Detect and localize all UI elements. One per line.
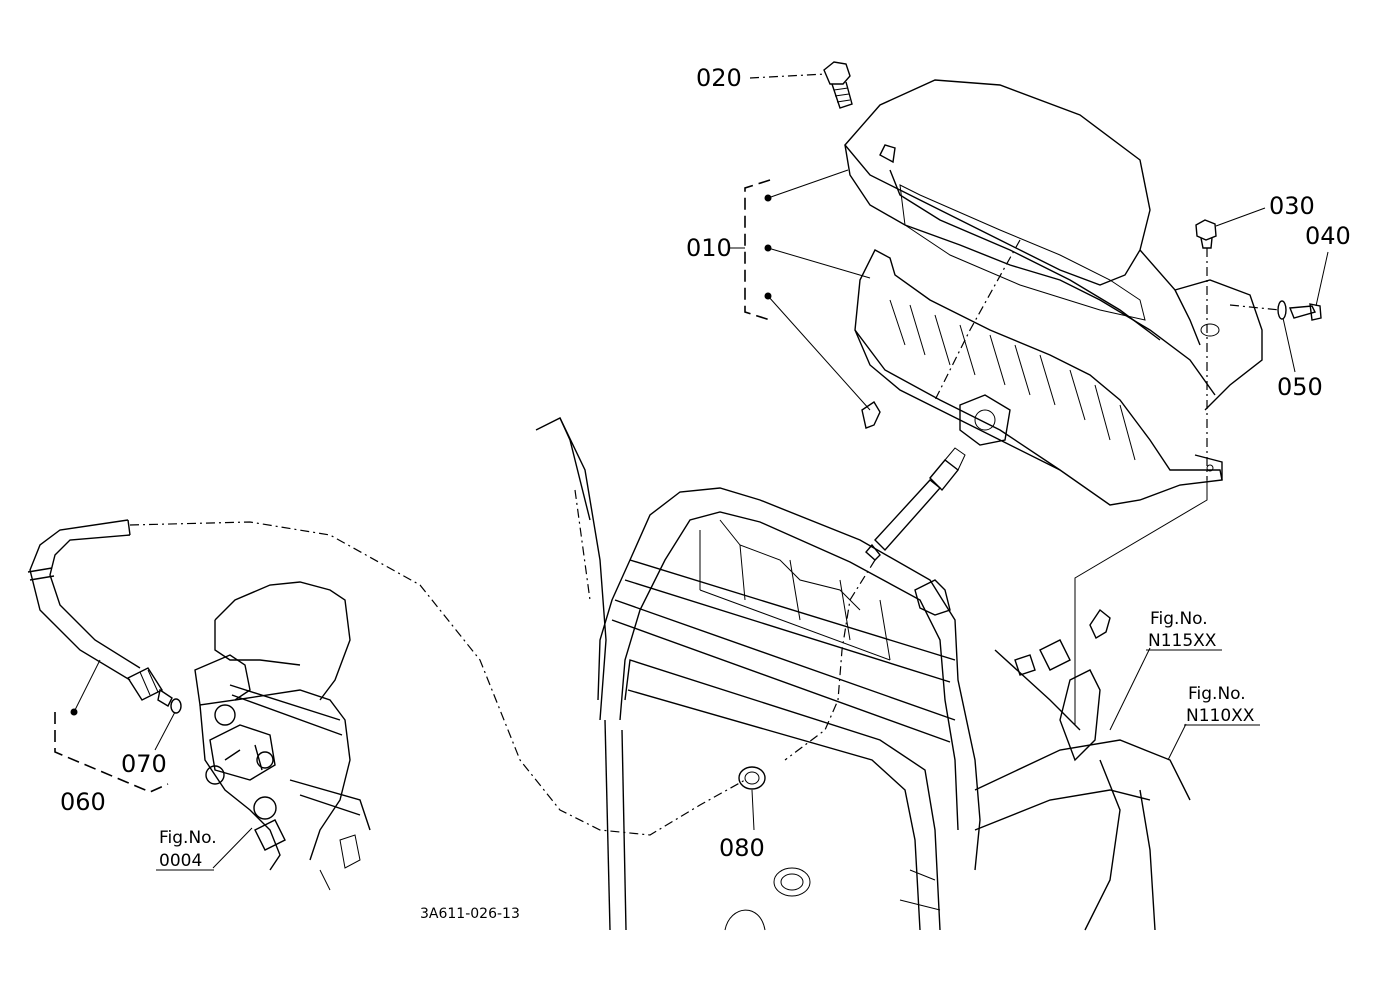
drawing-code: 3A611-026-13 <box>420 906 520 922</box>
fig-ref-0004[interactable]: Fig.No. 0004 <box>156 828 217 871</box>
drive-shaft <box>865 447 966 561</box>
bracket-010 <box>728 179 772 321</box>
part-label-060[interactable]: 060 <box>60 788 106 816</box>
leader-lines <box>73 73 1329 869</box>
part-label-020[interactable]: 020 <box>696 64 742 92</box>
fig-ref-code: N110XX <box>1186 706 1255 726</box>
part-label-040[interactable]: 040 <box>1305 222 1351 250</box>
tapping-screw <box>861 401 881 429</box>
fig-ref-n115xx[interactable]: Fig.No. N115XX <box>1146 609 1222 651</box>
bracket-060 <box>54 708 169 793</box>
part-label-030[interactable]: 030 <box>1269 192 1315 220</box>
washer-050 <box>1277 300 1287 320</box>
fig-ref-n110xx[interactable]: Fig.No. N110XX <box>1184 684 1260 726</box>
fig-ref-code: 0004 <box>159 851 202 871</box>
fig-ref-code: N115XX <box>1148 631 1217 651</box>
part-label-070[interactable]: 070 <box>121 750 167 778</box>
fig-ref-title: Fig.No. <box>1188 684 1246 704</box>
part-label-050[interactable]: 050 <box>1277 373 1323 401</box>
part-label-010[interactable]: 010 <box>686 234 732 262</box>
grommet-080 <box>738 766 766 790</box>
fig-ref-title: Fig.No. <box>159 828 217 848</box>
dashboard-frame <box>535 417 1191 931</box>
part-label-080[interactable]: 080 <box>719 834 765 862</box>
transmission-housing <box>194 581 371 891</box>
speedometer-cable <box>27 519 746 836</box>
screw-040 <box>1289 303 1322 321</box>
screw-030 <box>1195 219 1217 249</box>
screw-020 <box>823 61 853 109</box>
fig-ref-title: Fig.No. <box>1150 609 1208 629</box>
meter-housing <box>844 79 1263 506</box>
